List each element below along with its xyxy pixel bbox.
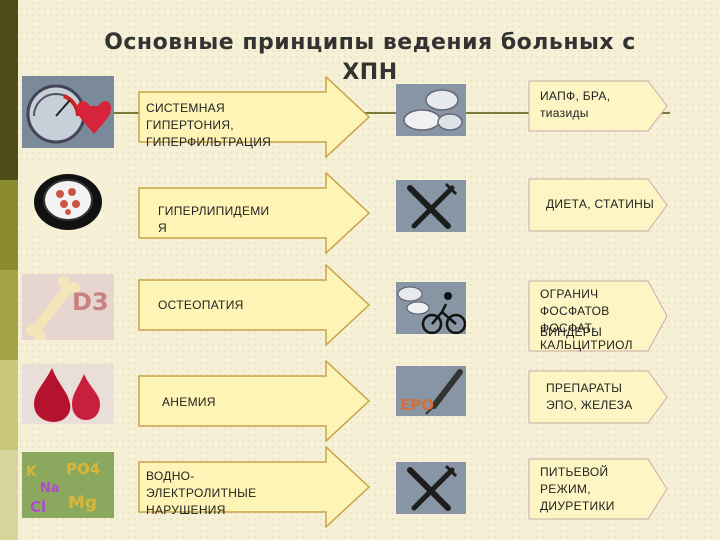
treatment-box: ОГРАНИЧ ФОСФАТОВ ФОСФАТ- БИНДЕРЫ КАЛЬЦИТ… bbox=[528, 280, 668, 352]
arrow-problem bbox=[138, 172, 370, 254]
divider-line bbox=[100, 112, 670, 114]
sidebar-stripe-dark bbox=[0, 0, 18, 180]
pills-bicycle-icon bbox=[396, 282, 466, 334]
na-label: Na bbox=[40, 481, 60, 496]
bone-d3-icon: D3 bbox=[22, 274, 114, 346]
title-line-2: ХПН bbox=[342, 60, 398, 85]
page-title: Основные принципы ведения больных с ХПН bbox=[40, 28, 700, 88]
k-label: K bbox=[26, 464, 38, 480]
arrow-problem bbox=[138, 446, 370, 528]
blood-drops-icon bbox=[22, 364, 114, 436]
pills-icon bbox=[396, 84, 466, 136]
arrow-problem bbox=[138, 76, 370, 158]
arrow-problem bbox=[138, 264, 370, 346]
treatment-box: ИАПФ, БРА,тиазиды bbox=[528, 80, 668, 132]
petri-dish-icon bbox=[22, 164, 114, 236]
mg-label: Mg bbox=[68, 493, 97, 513]
problem-label: ОСТЕОПАТИЯ bbox=[158, 298, 244, 312]
sidebar-stripe-light bbox=[0, 270, 18, 360]
problem-label: АНЕМИЯ bbox=[162, 395, 216, 409]
sidebar-stripe-light bbox=[0, 180, 18, 270]
sidebar-stripe-light bbox=[0, 360, 18, 450]
fork-knife-icon bbox=[396, 462, 466, 514]
speedometer-heart-icon bbox=[22, 76, 114, 148]
sidebar-stripe-light bbox=[0, 450, 18, 540]
title-line-1: Основные принципы ведения больных с bbox=[104, 30, 636, 55]
arrow-problem bbox=[138, 360, 370, 442]
cl-label: Cl bbox=[30, 498, 46, 516]
treatment-box: ДИЕТА, СТАТИНЫ bbox=[528, 178, 668, 232]
fork-knife-icon bbox=[396, 180, 466, 232]
epo-label: EPO bbox=[400, 396, 434, 414]
epo-syringe-icon: EPO bbox=[396, 366, 466, 418]
po4-label: PO4 bbox=[66, 460, 100, 478]
electrolytes-icon: K Na PO4 Cl Mg bbox=[22, 452, 114, 524]
d3-label: D3 bbox=[72, 288, 109, 316]
